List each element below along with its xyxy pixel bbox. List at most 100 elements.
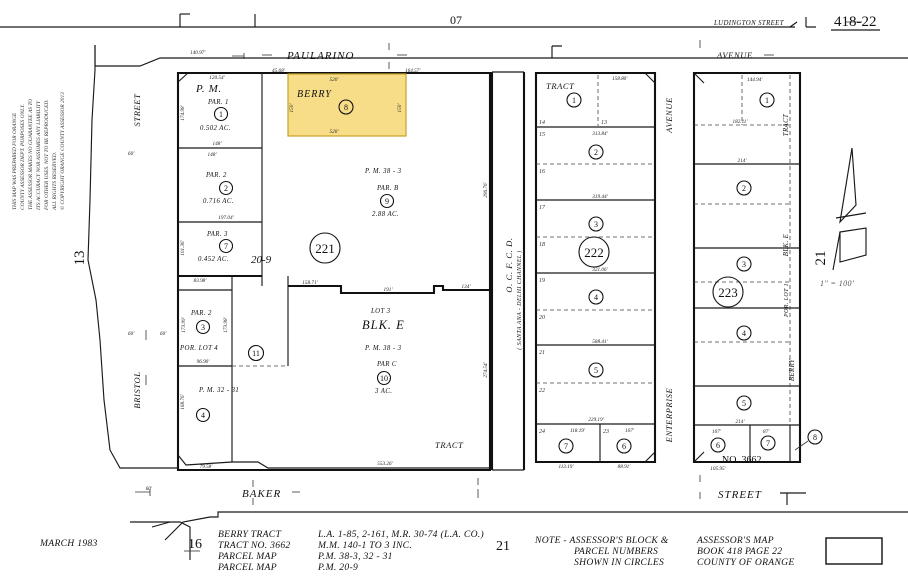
north-flag-pole	[832, 231, 841, 271]
tract222-dim-7: 118.19'	[570, 428, 586, 434]
tract222-dim-8: 107'	[625, 428, 635, 434]
tract223-p3-circle	[736, 256, 752, 272]
block-222-number: 222	[584, 245, 604, 260]
legend-row-1-ref: M.M. 140-1 TO 3 INC.	[317, 540, 412, 551]
baker-dim: 60'	[146, 486, 153, 492]
western-superblock-outline	[176, 71, 492, 472]
parcel-block-main	[176, 71, 492, 472]
tract222-p2-number: 2	[594, 148, 598, 157]
tract222-lot23: 23	[603, 429, 609, 435]
tract222-lot19: 19	[539, 278, 545, 284]
street-label-enterprise: ENTERPRISE	[664, 387, 674, 443]
dim-top-left: 140.97'	[190, 49, 206, 56]
tract223-dim-2: 182.11'	[733, 119, 749, 125]
legend-row-2-ref: P.M. 38-3, 32 - 31	[317, 551, 393, 562]
pm3-dim-bottom: 83.98'	[194, 278, 208, 284]
street-label-bristol: BRISTOL	[132, 371, 142, 408]
tract223-dim-6: 87'	[763, 429, 770, 435]
block-223-number: 223	[718, 285, 738, 300]
pm1-circle	[213, 106, 229, 122]
tract223-p6-number: 6	[716, 441, 720, 450]
legend-row-3-name: PARCEL MAP	[217, 562, 277, 573]
dim-arrow-top-left	[232, 53, 245, 59]
channel-name-label: ( SANTA ANA - DELHI CHANNEL )	[516, 250, 523, 349]
pm1-acres: 0.502 AC.	[200, 125, 231, 132]
tract223-p7-circle	[760, 435, 776, 451]
tract222-dim-3: 319.44'	[592, 193, 608, 200]
pm2-dim-bottom: 197.04'	[218, 214, 234, 221]
street-label-avenue-vert: AVENUE	[664, 97, 674, 134]
left-dim-60b: 60'	[160, 331, 167, 337]
tract222-p7-circle	[558, 438, 574, 454]
tract223-p8-number: 8	[813, 433, 817, 442]
disclaimer-line-5: FOR OTHER USES. NOT TO BE REPRODUCED.	[44, 99, 50, 211]
pm4-number: 3	[201, 323, 205, 332]
tract222-dim-5: 588.41'	[592, 338, 608, 345]
legend-note-line-2: PARCEL NUMBERS	[573, 546, 658, 557]
parB-circle	[379, 193, 395, 209]
pm3-par-label: PAR. 3	[206, 231, 228, 238]
paularino-north-curb	[95, 57, 520, 67]
tract222-label: TRACT	[546, 81, 575, 91]
tract222-lot24: 24	[539, 428, 545, 435]
tract223-p4-number: 4	[742, 329, 746, 338]
highlighted-parcel-berry[interactable]: BERRY 8 520' 520' 150' 150' 45.68' 164.5…	[272, 67, 421, 137]
corner-bracket-center	[551, 45, 562, 58]
street-label-berry-vert: BERRY	[789, 358, 796, 381]
tract222-lot18: 18	[539, 242, 545, 248]
tract222-chamfer-ne	[644, 72, 656, 84]
pm3-dim-left: 101.36'	[180, 239, 186, 255]
legend-row-0-ref: L.A. 1-85, 2-161, M.R. 30-74 (L.A. CO.)	[317, 529, 484, 540]
tract223-p1-circle	[759, 92, 775, 108]
tract222-lot22: 22	[539, 388, 545, 394]
por-lot4-label: POR. LOT 4	[179, 345, 218, 352]
berry-dim-top: 520'	[330, 77, 340, 83]
legend-stamp-box	[825, 537, 883, 565]
pm-title: P. M.	[195, 83, 222, 95]
channel-dim-left: 296.76'	[483, 181, 489, 197]
tract223-dim-1: 144.94'	[747, 76, 763, 83]
block-222-circle	[578, 236, 610, 268]
tract223-chamfer-nw	[693, 72, 705, 84]
block-label-20-9: 20-9	[251, 254, 272, 266]
pm2-number: 2	[224, 184, 228, 193]
legend-book-line-1: ASSESSOR'S MAP	[696, 535, 774, 546]
parB-acres: 2.88 AC.	[372, 211, 399, 218]
pm3-acres: 0.452 AC.	[198, 256, 229, 263]
legend-row-1-name: TRACT NO. 3662	[218, 540, 291, 551]
legend-row-0-name: BERRY TRACT	[218, 529, 281, 540]
berry-parcel-fill[interactable]	[287, 73, 407, 137]
pm4-par-label: PAR. 2	[190, 310, 212, 317]
paularino-street: PAULARINO AVENUE 140.97'	[94, 45, 908, 67]
ocfcd-channel: O. C. F. C. D. ( SANTA ANA - DELHI CHANN…	[482, 71, 526, 471]
corner-bracket-right	[805, 17, 816, 28]
pm6-dim-bottom: 79.58'	[200, 464, 214, 470]
pm1-dim-bottom: 148'	[213, 140, 223, 147]
tract222-p5-number: 5	[594, 366, 598, 375]
tract223-p4-circle	[736, 325, 752, 341]
blk-e-label: BLK. E	[362, 318, 405, 332]
sheet-top-number: 07	[450, 13, 462, 27]
tract222-dim-6: 229.19'	[588, 417, 604, 423]
tract222-p5-circle	[588, 362, 604, 378]
tract223-p8-leader	[794, 440, 809, 451]
legend-left-curve	[151, 521, 171, 528]
lot3-north-boundary	[288, 284, 490, 295]
tract223-dim-7: 105.95'	[710, 466, 726, 472]
legend-left-bracket	[130, 521, 191, 560]
tract223-p6-circle	[710, 437, 726, 453]
legend-top-rule	[164, 511, 908, 541]
street-label-ludington: LUDINGTON STREET	[713, 20, 785, 27]
tract222-p4-circle	[588, 289, 604, 305]
tract222-lot15: 15	[539, 132, 545, 138]
tract222-p4-number: 4	[594, 293, 598, 302]
disclaimer-line-4: ITS ACCURACY NOR ASSUMES ANY LIABILITY	[36, 100, 42, 211]
block-221-group: 221 P. M. 38 - 3 PAR. B 9 2.88 AC. 158.7…	[287, 168, 490, 467]
map-date: MARCH 1983	[39, 538, 98, 549]
tract222-p7-number: 7	[564, 442, 568, 451]
parC-pm-ref: P. M. 38 - 3	[364, 345, 402, 352]
tract222-p2-circle	[588, 144, 604, 160]
berry-parcel-circle	[338, 99, 354, 115]
tract222-p1-number: 1	[572, 96, 576, 105]
